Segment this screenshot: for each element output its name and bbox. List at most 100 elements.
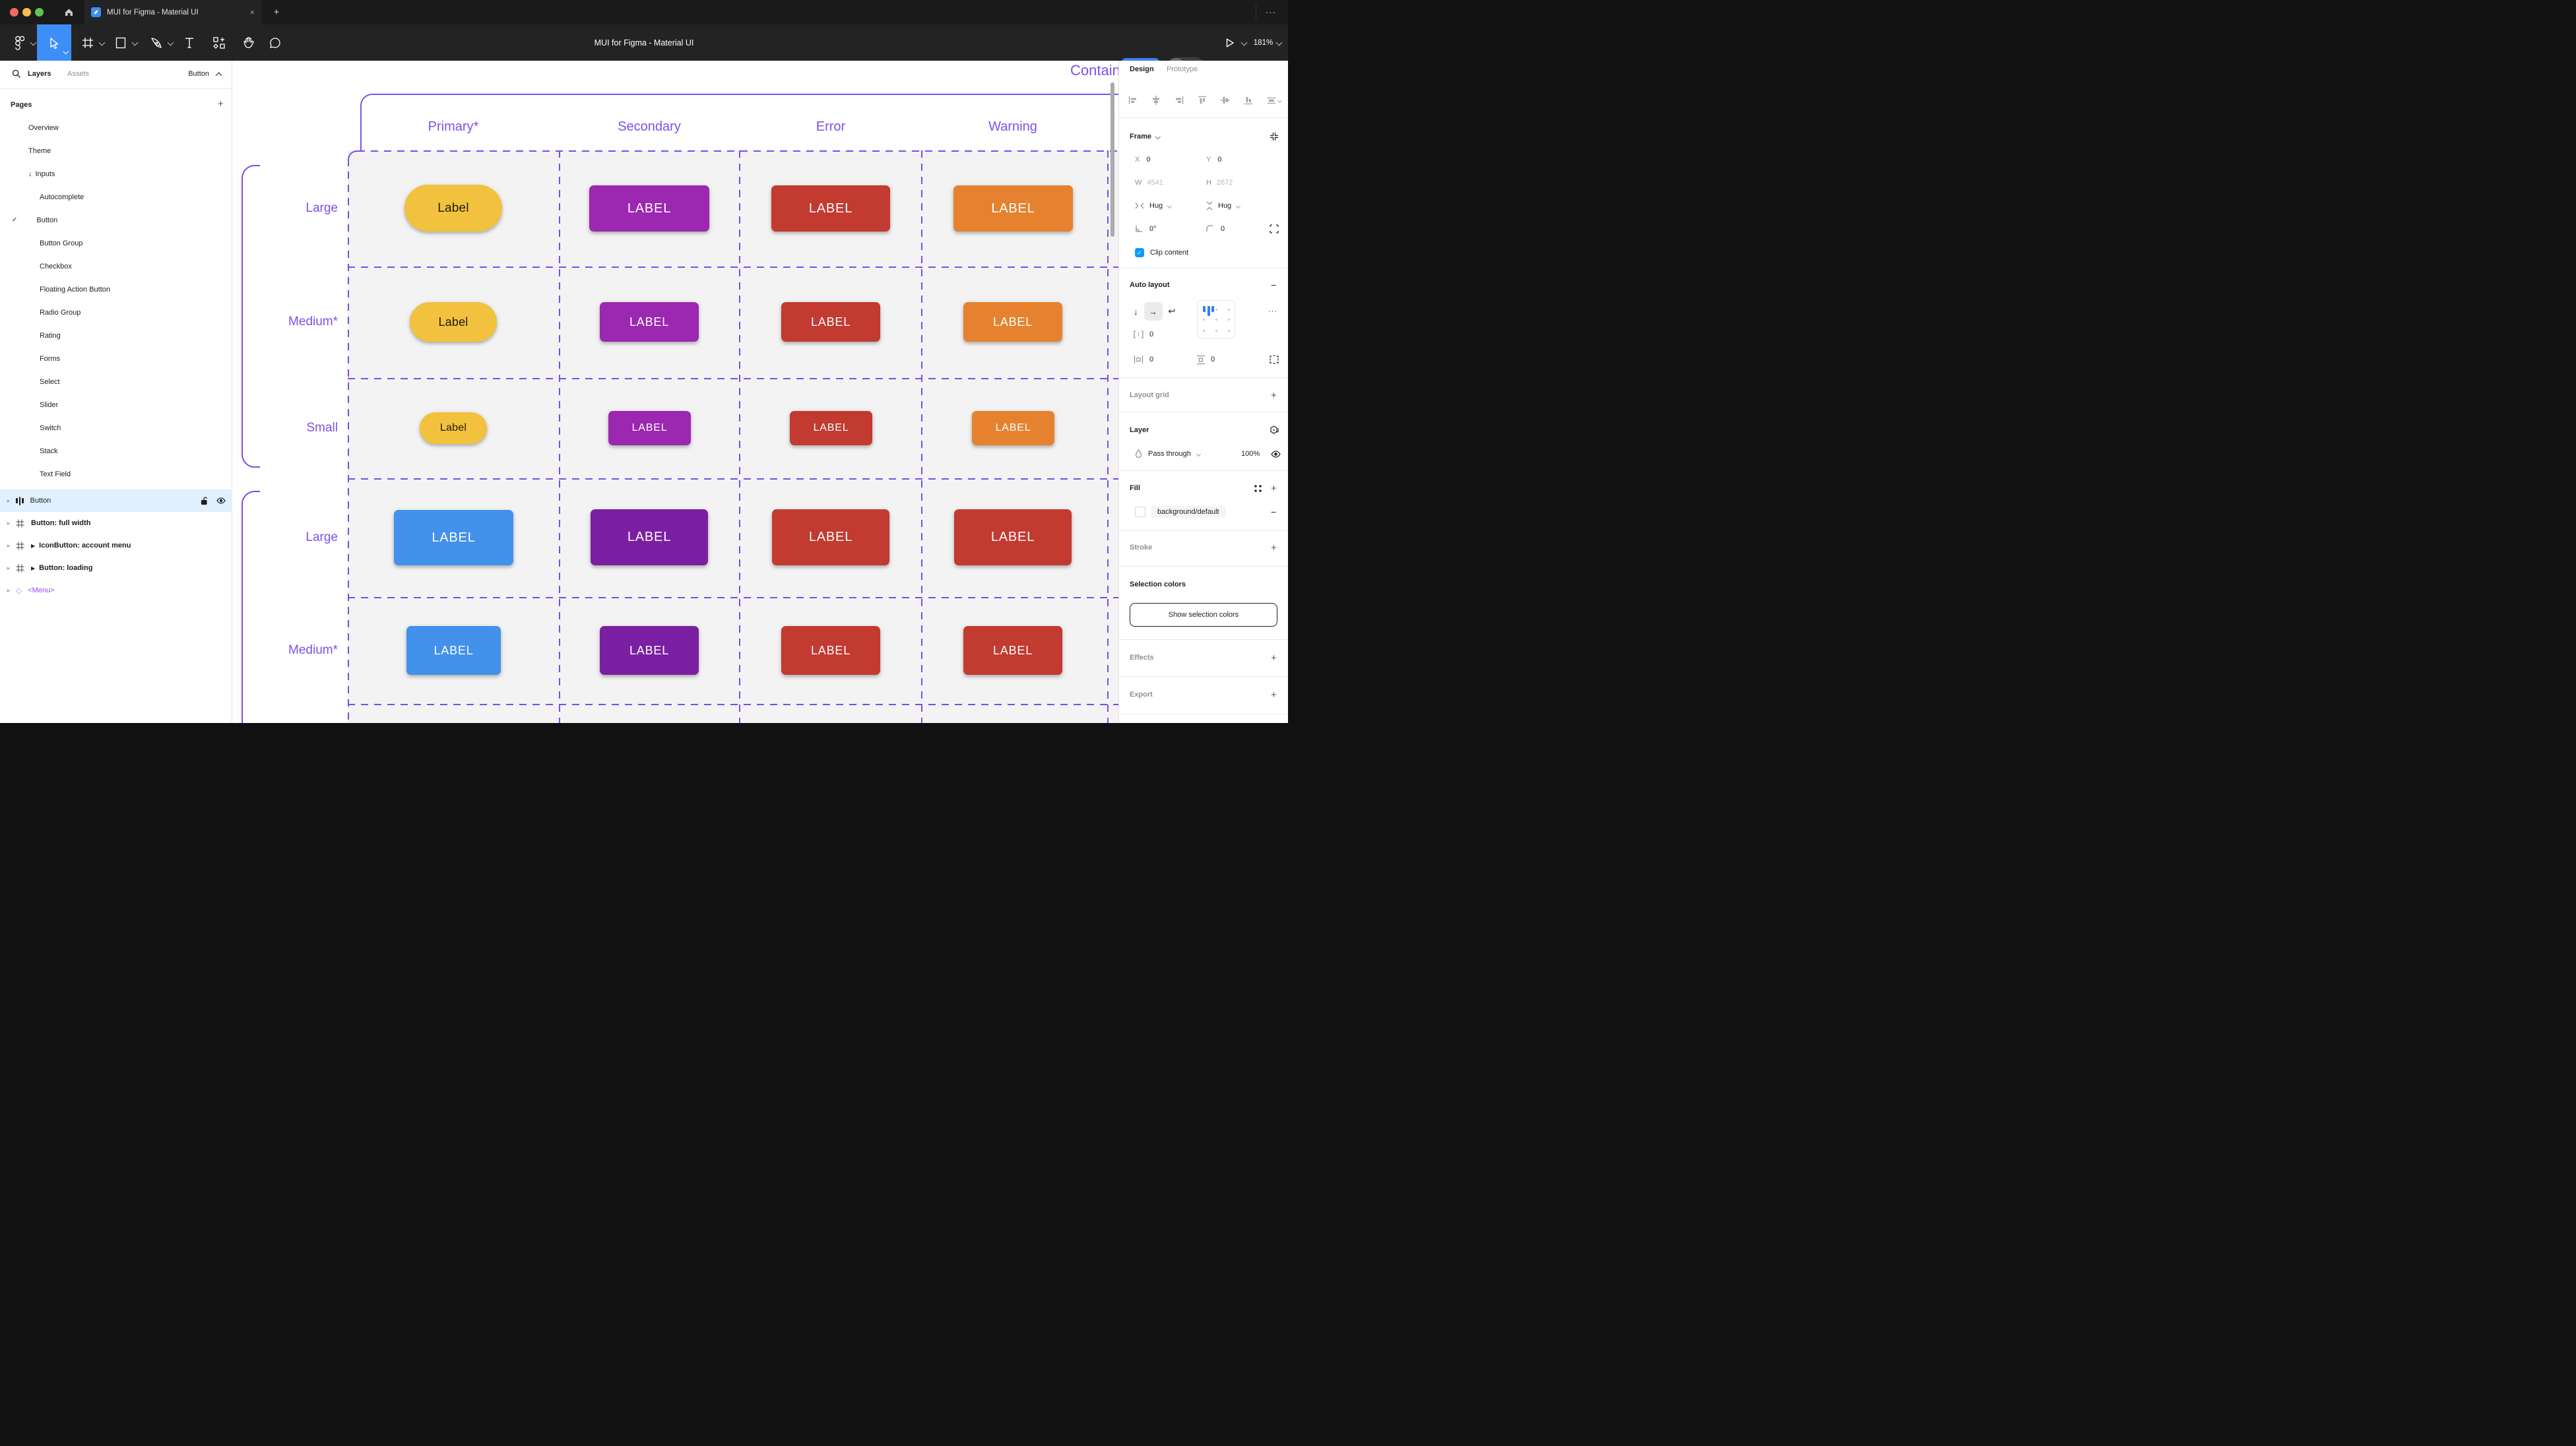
fill-color-swatch[interactable] (1135, 507, 1145, 517)
layer-visibility-icon[interactable] (1271, 447, 1281, 460)
canvas-button[interactable]: LABEL (953, 185, 1073, 232)
align-top-icon[interactable] (1198, 96, 1207, 105)
auto-layout-more-button[interactable]: ··· (1268, 307, 1277, 315)
home-tab[interactable] (54, 0, 83, 24)
tab-assets[interactable]: Assets (67, 70, 90, 78)
disclosure-icon[interactable]: ▸ (7, 497, 11, 504)
present-chevron-icon[interactable] (1239, 24, 1248, 61)
pen-tool-chevron-icon[interactable] (166, 24, 174, 61)
add-stroke-button[interactable]: + (1271, 542, 1277, 553)
opacity-field[interactable]: 100% (1241, 450, 1260, 458)
sidebar-item-theme[interactable]: Theme (28, 146, 51, 155)
canvas-button[interactable]: LABEL (589, 185, 709, 232)
visibility-icon[interactable] (216, 497, 226, 504)
add-layout-grid-button[interactable]: + (1271, 389, 1277, 401)
sidebar-item-checkbox[interactable]: Checkbox (40, 262, 72, 270)
comment-tool-button[interactable] (265, 24, 286, 61)
add-export-button[interactable]: + (1271, 689, 1277, 701)
move-tool-chevron-icon[interactable] (63, 48, 69, 54)
sidebar-item-overview[interactable]: Overview (28, 123, 59, 132)
canvas-scrollbar[interactable] (1111, 82, 1114, 237)
layer-row-button-full-width[interactable]: ▸ Button: full width (0, 512, 232, 534)
frame-tool-chevron-icon[interactable] (98, 24, 106, 61)
disclosure-icon[interactable]: ▸ (7, 519, 11, 526)
vertical-resizing-select[interactable]: Hug (1206, 199, 1241, 212)
zoom-menu-button[interactable]: 181% (1252, 24, 1283, 61)
vertical-padding-field[interactable]: 0 (1197, 353, 1215, 366)
clip-content-checkbox[interactable]: ✓ Clip content (1135, 246, 1188, 259)
unlock-icon[interactable] (201, 496, 209, 505)
canvas[interactable]: Contained Primary* Secondary Error Warni… (232, 61, 1118, 723)
tab-layers[interactable]: Layers (28, 70, 51, 78)
align-h-center-icon[interactable] (1151, 96, 1161, 105)
page-selector[interactable]: Button (188, 70, 209, 78)
sidebar-item-rating[interactable]: Rating (40, 331, 61, 340)
sidebar-item-fab[interactable]: Floating Action Button (40, 285, 111, 294)
sidebar-item-slider[interactable]: Slider (40, 400, 59, 409)
show-selection-colors-button[interactable]: Show selection colors (1130, 603, 1277, 627)
blend-mode-select[interactable]: Pass through (1135, 447, 1201, 460)
canvas-button[interactable]: LABEL (963, 626, 1062, 675)
actions-tool-button[interactable] (208, 24, 230, 61)
canvas-button[interactable]: LABEL (781, 626, 880, 675)
canvas-button[interactable]: Label (410, 302, 497, 342)
disclosure-icon[interactable]: ▸ (7, 564, 11, 571)
blend-style-icon[interactable] (1270, 424, 1279, 437)
tab-design[interactable]: Design (1130, 65, 1154, 73)
distribute-menu-button[interactable] (1267, 96, 1283, 105)
sidebar-item-switch[interactable]: Switch (40, 424, 61, 432)
window-minimize-button[interactable] (22, 8, 31, 16)
corner-radius-field[interactable]: 0 (1206, 222, 1225, 236)
canvas-button[interactable]: Label (404, 185, 502, 232)
fill-style-chip[interactable]: background/default (1151, 506, 1226, 518)
independent-corners-icon[interactable] (1270, 222, 1279, 236)
new-tab-button[interactable]: + (273, 7, 280, 18)
add-effect-button[interactable]: + (1271, 652, 1277, 664)
gap-field[interactable]: 0 (1134, 328, 1153, 341)
canvas-button[interactable]: LABEL (406, 626, 501, 675)
layout-vertical-icon[interactable]: ↓ (1134, 306, 1138, 317)
search-icon[interactable] (12, 69, 21, 79)
shape-tool-chevron-icon[interactable] (131, 24, 139, 61)
canvas-button[interactable]: LABEL (608, 411, 691, 445)
canvas-button[interactable]: LABEL (600, 626, 699, 675)
sidebar-item-inputs[interactable]: ↓Inputs (28, 170, 55, 178)
page-selector-chevron-icon[interactable] (215, 72, 222, 79)
layer-row-menu-instance[interactable]: ▸ ◇ <Menu> (0, 579, 232, 602)
horizontal-padding-field[interactable]: 0 (1134, 353, 1153, 366)
sidebar-item-text-field[interactable]: Text Field (40, 470, 71, 478)
pen-tool-button[interactable] (146, 24, 166, 61)
individual-padding-icon[interactable] (1270, 353, 1279, 366)
sidebar-item-select[interactable]: Select (40, 377, 60, 386)
layer-row-button-loading[interactable]: ▸ ▶ Button: loading (0, 557, 232, 579)
window-close-button[interactable] (10, 8, 18, 16)
canvas-button[interactable]: Label (420, 412, 487, 444)
canvas-button[interactable]: LABEL (591, 509, 708, 565)
remove-fill-button[interactable]: − (1271, 507, 1277, 517)
frame-name-label[interactable]: Contained (1070, 62, 1118, 79)
frame-header[interactable]: Frame (1130, 130, 1161, 143)
alignment-widget[interactable] (1197, 300, 1235, 338)
add-page-button[interactable]: + (218, 98, 224, 110)
tab-active[interactable]: MUI for Figma - Material UI × (84, 0, 261, 24)
horizontal-resizing-select[interactable]: Hug (1135, 199, 1173, 212)
sidebar-item-radio-group[interactable]: Radio Group (40, 308, 81, 317)
layer-row-button[interactable]: ▸ Button (0, 489, 232, 512)
window-zoom-button[interactable] (35, 8, 44, 16)
canvas-button[interactable]: LABEL (781, 302, 880, 342)
menu-chevron-icon[interactable] (29, 24, 37, 61)
align-right-icon[interactable] (1175, 96, 1184, 105)
canvas-button[interactable]: LABEL (954, 509, 1072, 565)
sidebar-item-button-group[interactable]: Button Group (40, 239, 83, 247)
tab-close-icon[interactable]: × (249, 7, 255, 17)
sidebar-item-autocomplete[interactable]: Autocomplete (40, 193, 84, 201)
canvas-button[interactable]: LABEL (972, 411, 1054, 445)
tab-prototype[interactable]: Prototype (1167, 65, 1198, 73)
layout-wrap-icon[interactable]: ↩ (1168, 306, 1176, 316)
text-tool-button[interactable] (179, 24, 199, 61)
canvas-button[interactable]: LABEL (772, 509, 889, 565)
